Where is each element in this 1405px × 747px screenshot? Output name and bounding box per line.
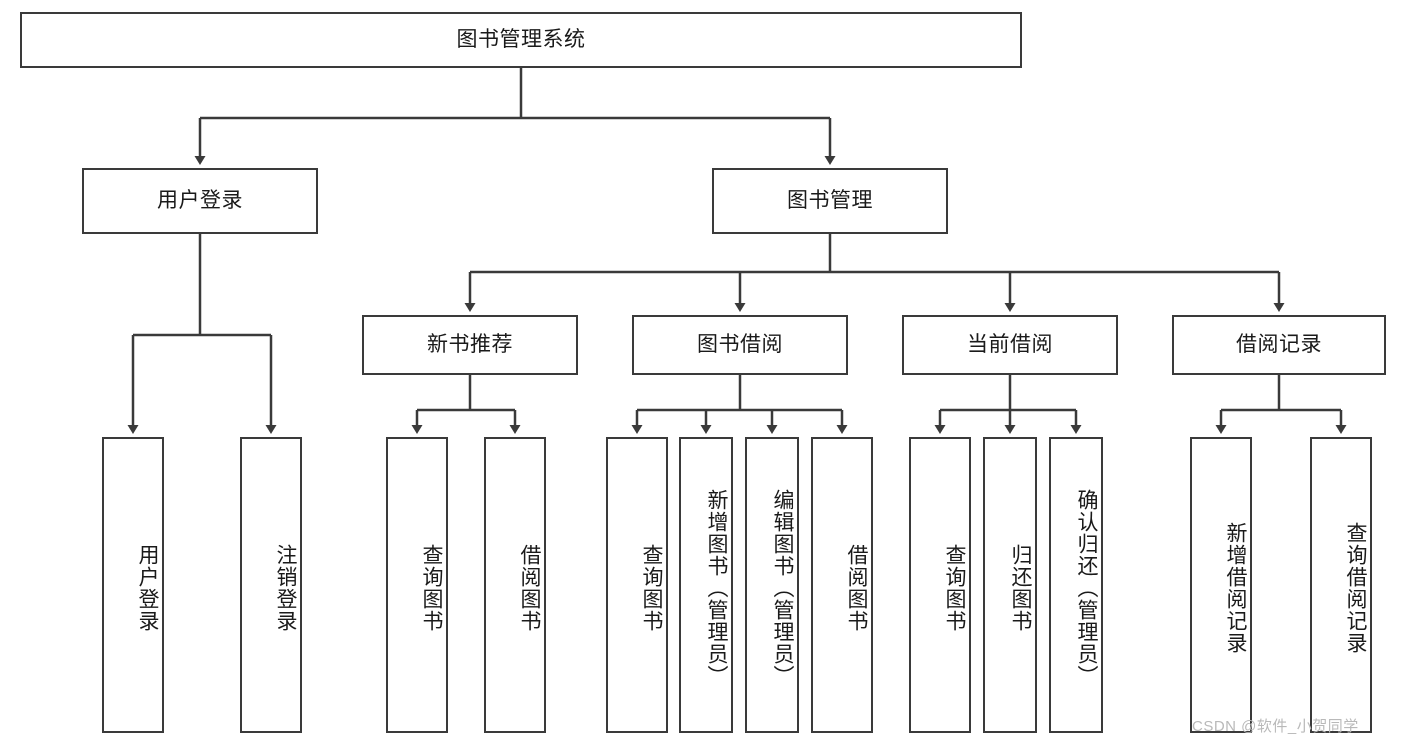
csdn-watermark: CSDN @软件_小贺同学 [1192, 718, 1359, 735]
node-leaf-borrow-book-2[interactable]: 借阅图书 [811, 437, 873, 733]
node-leaf-edit-book[interactable]: 编辑图书（管理员） [745, 437, 799, 733]
node-new-book-recommend[interactable]: 新书推荐 [362, 315, 578, 375]
node-leaf-add-record[interactable]: 新增借阅记录 [1190, 437, 1252, 733]
node-label: 归还图书 [1009, 544, 1032, 632]
node-label: 借阅图书 [845, 544, 868, 632]
node-leaf-query-book-3[interactable]: 查询图书 [909, 437, 971, 733]
node-user-login[interactable]: 用户登录 [82, 168, 318, 234]
node-label: 查询借阅记录 [1344, 522, 1367, 654]
node-label: 注销登录 [274, 544, 297, 632]
node-label: 新增图书（管理员） [705, 489, 728, 687]
node-label: 用户登录 [136, 544, 159, 632]
node-root-system[interactable]: 图书管理系统 [20, 12, 1022, 68]
node-label: 图书管理系统 [456, 28, 586, 52]
node-label: 新增借阅记录 [1224, 522, 1247, 654]
node-borrow-record[interactable]: 借阅记录 [1172, 315, 1386, 375]
node-label: 借阅记录 [1236, 333, 1322, 357]
node-label: 借阅图书 [518, 544, 541, 632]
node-leaf-query-book-2[interactable]: 查询图书 [606, 437, 668, 733]
node-current-borrow[interactable]: 当前借阅 [902, 315, 1118, 375]
node-leaf-user-login[interactable]: 用户登录 [102, 437, 164, 733]
node-book-manage[interactable]: 图书管理 [712, 168, 948, 234]
node-label: 新书推荐 [427, 333, 513, 357]
node-leaf-return-book[interactable]: 归还图书 [983, 437, 1037, 733]
node-leaf-logout[interactable]: 注销登录 [240, 437, 302, 733]
node-book-borrow[interactable]: 图书借阅 [632, 315, 848, 375]
node-label: 用户登录 [157, 189, 243, 213]
node-leaf-query-record[interactable]: 查询借阅记录 [1310, 437, 1372, 733]
node-label: 查询图书 [640, 544, 663, 632]
node-label: 确认归还（管理员） [1075, 489, 1098, 687]
node-label: 编辑图书（管理员） [771, 489, 794, 687]
node-label: 图书借阅 [697, 333, 783, 357]
node-leaf-add-book[interactable]: 新增图书（管理员） [679, 437, 733, 733]
node-label: 当前借阅 [967, 333, 1053, 357]
node-label: 查询图书 [420, 544, 443, 632]
node-label: 查询图书 [943, 544, 966, 632]
node-leaf-query-book-1[interactable]: 查询图书 [386, 437, 448, 733]
node-leaf-confirm-return[interactable]: 确认归还（管理员） [1049, 437, 1103, 733]
node-leaf-borrow-book-1[interactable]: 借阅图书 [484, 437, 546, 733]
node-label: 图书管理 [787, 189, 873, 213]
